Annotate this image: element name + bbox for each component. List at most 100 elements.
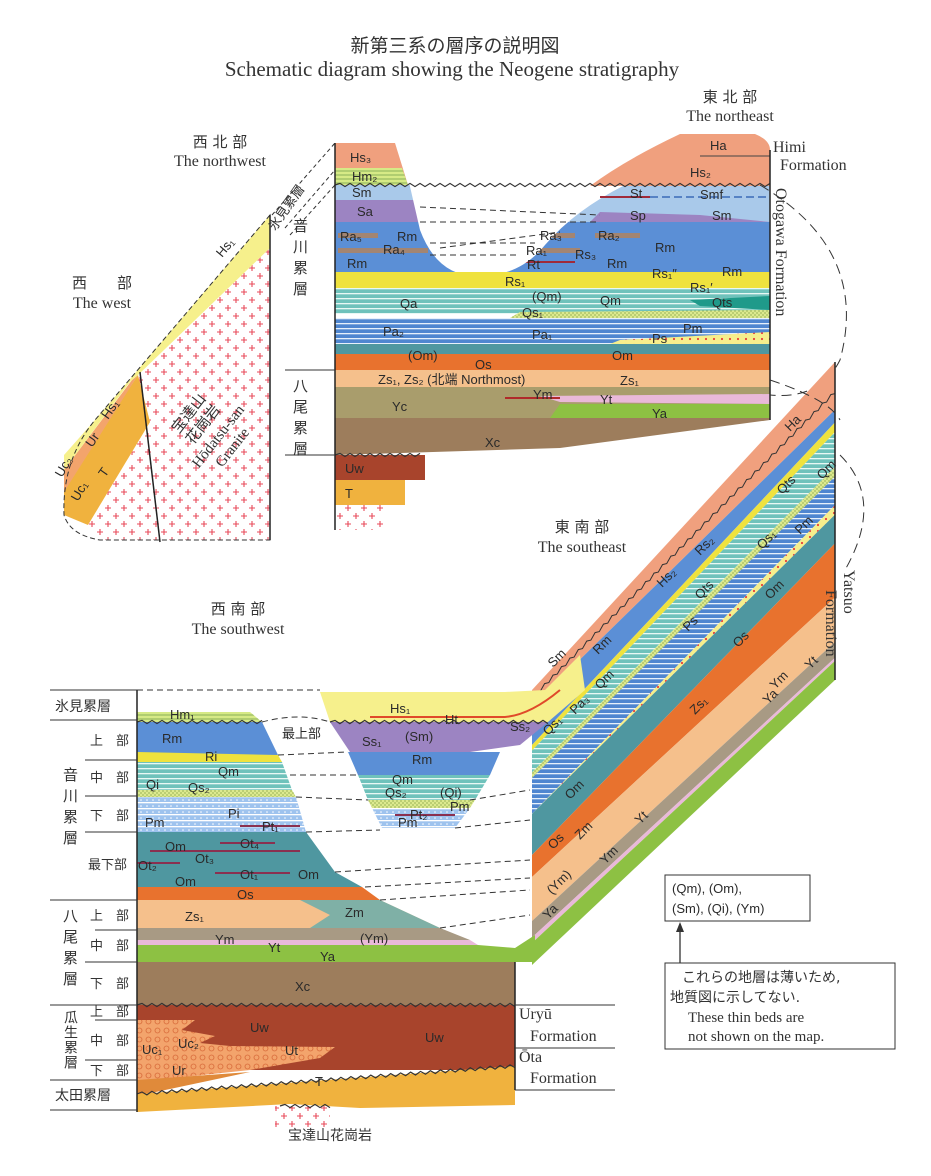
- thin-beds-units-2: (Sm), (Qi), (Ym): [672, 901, 764, 916]
- northeast-unit-label: (Om): [408, 348, 438, 363]
- se-layer-qs: [532, 466, 835, 778]
- northeast-unit-label: Rm: [655, 240, 675, 255]
- southwest-unit-label: Ya: [320, 949, 336, 964]
- se-layer-rs: [532, 422, 835, 751]
- northeast-unit-label: Sm: [352, 185, 372, 200]
- center-unit-label: Qm: [392, 772, 413, 787]
- granite-body: [138, 248, 270, 540]
- layer-T-sw: [137, 1066, 515, 1112]
- ra-lenses: [338, 233, 640, 253]
- southwest-unit-label: Ym: [215, 932, 235, 947]
- center-unit-label: 最上部: [282, 726, 321, 741]
- southwest-unit-label: Os: [237, 887, 254, 902]
- yatsuo-en-2: Formation: [822, 590, 839, 657]
- layer-Qs2-sw: [137, 790, 296, 797]
- center-unit-label: Pm: [450, 799, 470, 814]
- himi-en-2: Formation: [780, 157, 847, 174]
- sw-otogawa-lower: 下 部: [90, 809, 129, 824]
- layer-Ym-Yt: [540, 394, 770, 404]
- northeast-unit-label: Rs₁″: [652, 266, 677, 281]
- note-arrowhead-icon: [676, 922, 684, 932]
- note-ja-1: これらの地層は薄いため,: [682, 970, 840, 986]
- note-en-1: These thin beds are: [688, 1010, 805, 1026]
- granite-bottom-label: 宝達山花崗岩: [288, 1128, 372, 1144]
- northeast-unit-label: Yt: [600, 392, 613, 407]
- layer-Ya-sw: [137, 935, 535, 962]
- center-unit-label: Ss₂: [510, 719, 530, 734]
- southwest-unit-label: Ur: [172, 1063, 186, 1078]
- region-southwest-ja: 西 南 部: [211, 600, 266, 618]
- northeast-unit-label: Smf: [700, 187, 724, 202]
- southwest-unit-label: (Ym): [360, 931, 388, 946]
- northeast-unit-label: Uw: [345, 461, 364, 476]
- ot-lines: [137, 825, 300, 874]
- sw-uryu-label: 瓜生累層: [62, 1010, 78, 1070]
- uryu-en-2: Formation: [530, 1028, 597, 1045]
- northeast-unit-label: St: [630, 186, 643, 201]
- southwest-unit-label: Pt₁: [262, 819, 279, 834]
- ota-en-2: Formation: [530, 1070, 597, 1087]
- southwest-unit-label: Ot₄: [240, 836, 259, 851]
- thin-beds-note: (Qm), (Om), (Sm), (Qi), (Ym) これらの地層は薄いため…: [664, 874, 896, 1050]
- southwest-unit-label: Xc: [295, 979, 311, 994]
- northeast-unit-label: Qa: [400, 296, 418, 311]
- layer-Qts: [690, 296, 770, 310]
- granite-body-left: [88, 422, 160, 540]
- southwest-unit-label: Qm: [218, 764, 239, 779]
- yatsuo-bracket: [769, 379, 865, 571]
- northeast-unit-label: Ra₅: [340, 229, 362, 244]
- unconformity-ne: [334, 182, 771, 458]
- center-valley-section: [137, 655, 585, 929]
- layer-Zs1: [335, 370, 770, 387]
- uryu-en-1: Uryū: [519, 1006, 552, 1023]
- northeast-unit-label: Rm: [397, 229, 417, 244]
- sw-uryu-lower: 下 部: [90, 1064, 129, 1079]
- southwest-unit-label: Om: [175, 874, 196, 889]
- center-unit-label: Pt₂: [410, 807, 427, 822]
- region-northeast-en: The northeast: [686, 108, 774, 125]
- layer-Qm-center: [358, 775, 490, 800]
- se-layer-pa: [532, 476, 835, 814]
- northeast-unit-label: Qm: [600, 293, 621, 308]
- northeast-unit-label: Rs₃: [575, 247, 596, 262]
- note-en-2: not shown on the map.: [688, 1029, 824, 1045]
- sw-uryu-upper: 上 部: [90, 1005, 129, 1020]
- region-northeast-ja: 東 北 部: [703, 88, 758, 106]
- northeast-unit-label: Yc: [392, 399, 408, 414]
- northeast-unit-label: Hs₂: [690, 165, 711, 180]
- layer-Zm-sw: [300, 900, 440, 928]
- northeast-section: 音川累層 八尾累層 Himi Formation Otogawa Formati…: [285, 134, 847, 530]
- sw-otogawa-lowest: 最下部: [88, 858, 127, 873]
- sw-yatsuo-upper: 上 部: [90, 909, 129, 924]
- southwest-unit-label: Om: [298, 867, 319, 882]
- granite-sw: [275, 1106, 330, 1128]
- sw-uryu-middle: 中 部: [90, 1034, 129, 1049]
- thin-beds-units-1: (Qm), (Om),: [672, 881, 742, 896]
- northeast-unit-label: Hs₃: [350, 150, 371, 165]
- correlation-dashes-ne: [419, 206, 601, 256]
- layer-Sa: [335, 200, 428, 222]
- yatsuo-en-1: Yatsuo: [840, 570, 857, 614]
- otogawa-en: Otogawa Formation: [772, 188, 789, 316]
- northeast-unit-label: Pa₂: [383, 324, 404, 339]
- thin-beds-explanation-box: [664, 962, 896, 1050]
- layer-Ps: [610, 332, 770, 344]
- unconformity-se: [531, 393, 836, 699]
- layer-Uc: [137, 1020, 335, 1082]
- southwest-unit-label: Hm₁: [170, 707, 195, 722]
- northeast-unit-label: Ra₁: [526, 243, 548, 258]
- title-ja: 新第三系の層序の説明図: [350, 35, 559, 57]
- center-unit-label: (Sm): [405, 729, 433, 744]
- se-layer-ya: [532, 660, 835, 965]
- layer-Uw-ne: [335, 455, 425, 480]
- layer-Xc: [335, 418, 770, 455]
- west-unit-label: Hs₁: [213, 234, 238, 260]
- region-west-en: The west: [73, 295, 132, 312]
- region-northwest-en: The northwest: [174, 153, 267, 170]
- northeast-unit-label: Ra₄: [383, 242, 405, 257]
- center-unit-label: Hs₁: [390, 701, 411, 716]
- layer-Ur: [137, 1072, 250, 1096]
- layer-Ss1: [330, 722, 548, 752]
- center-unit-label: (Qi): [440, 785, 462, 800]
